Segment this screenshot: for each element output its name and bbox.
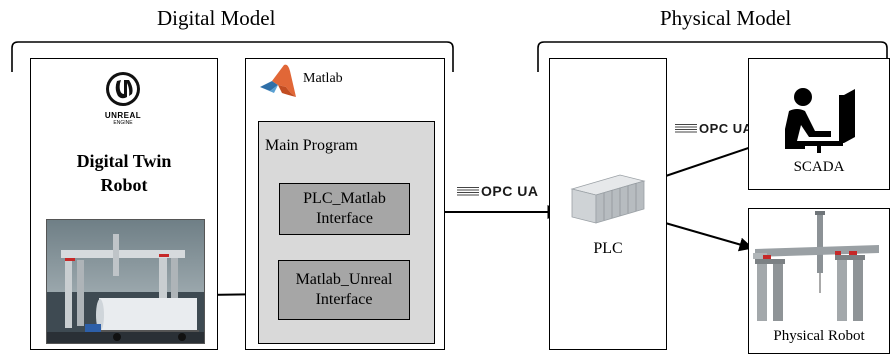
physical-robot-label: Physical Robot — [773, 328, 865, 344]
opc-ua-stripe-icon — [457, 187, 479, 197]
physical-model-title: Physical Model — [660, 6, 792, 30]
digital-model-title: Digital Model — [157, 6, 276, 30]
plc-matlab-interface-line2: Interface — [316, 210, 373, 227]
matlab-logo — [258, 63, 298, 103]
opc-ua-stripe-icon — [675, 124, 697, 134]
operator-workstation-icon — [769, 85, 869, 155]
matlab-label: Matlab — [303, 71, 343, 86]
digital-twin-scene-image — [46, 219, 205, 344]
unreal-wordmark: UNREAL — [104, 111, 142, 120]
opc-ua-text: OPC UA — [481, 183, 539, 199]
opc-ua-text: OPC UA — [699, 121, 753, 136]
opc-ua-label-plc-scada: OPC UA — [675, 121, 753, 136]
digital-twin-title-line2: Robot — [100, 175, 148, 195]
plc-label: PLC — [593, 240, 623, 257]
scada-label: SCADA — [793, 159, 845, 175]
digital-twin-panel: UNREAL ENGINE Digital Twin Robot — [30, 58, 218, 350]
digital-model-bracket — [11, 41, 454, 72]
physical-robot-panel: Physical Robot — [748, 208, 890, 354]
matlab-unreal-interface-block: Matlab_Unreal Interface — [278, 260, 410, 320]
scada-panel: SCADA — [748, 58, 890, 190]
plc-matlab-interface-line1: PLC_Matlab — [303, 190, 386, 207]
digital-twin-title-line1: Digital Twin — [76, 151, 172, 171]
unreal-engine-logo — [103, 69, 143, 109]
plc-matlab-interface-block: PLC_Matlab Interface — [279, 183, 410, 235]
opc-ua-label-matlab-plc: OPC UA — [457, 183, 538, 199]
plc-panel: PLC — [549, 58, 667, 350]
main-program-label: Main Program — [265, 137, 358, 154]
unreal-engine-subtext: ENGINE — [113, 120, 133, 126]
physical-robot-image — [749, 209, 889, 323]
plc-device-icon — [568, 167, 648, 227]
arrow-plc-to-scada — [646, 139, 768, 185]
matlab-unreal-interface-line2: Interface — [315, 291, 373, 308]
physical-model-bracket — [537, 41, 888, 72]
matlab-unreal-interface-line1: Matlab_Unreal — [295, 271, 393, 288]
